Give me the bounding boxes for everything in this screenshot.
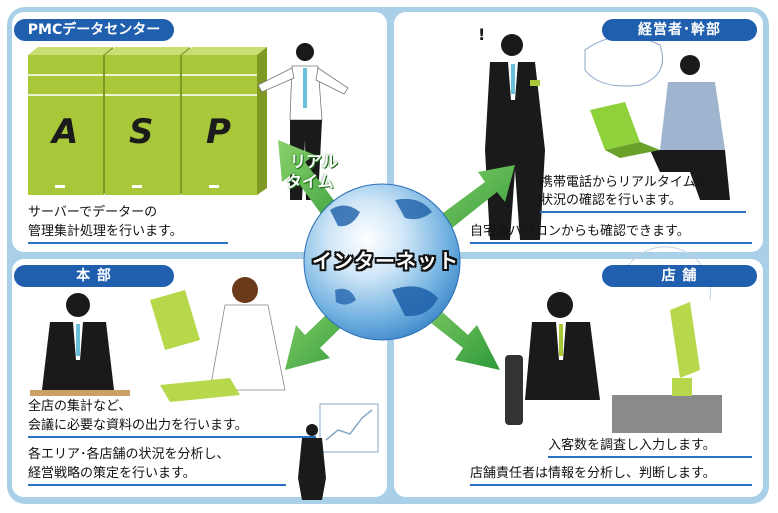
server-label-s: S (129, 112, 154, 152)
hq-presenter-figure (298, 403, 379, 500)
tag-datacenter: PMCデータセンター (14, 19, 174, 41)
executive-standing-figure: ! (478, 25, 545, 240)
caption-executives-3: 自宅のパソコンからも確認できます。 (470, 223, 752, 244)
caption-executives-2: 状況の確認を行います。 (540, 192, 746, 213)
caption-datacenter-1: サーバーでデーターの (28, 205, 158, 220)
caption-store-1: 入客数を調査し入力します。 (548, 437, 752, 458)
caption-headquarters-2: 会議に必要な資料の出力を行います。 (28, 417, 316, 438)
tag-headquarters: 本 部 (14, 265, 174, 287)
store-worker-figure (505, 246, 722, 433)
hq-woman-figure (150, 277, 286, 402)
internet-label: インターネット (312, 249, 459, 273)
caption-executives-1: 携帯電話からリアルタイムに (540, 175, 709, 190)
tag-store: 店 舗 (602, 265, 757, 287)
realtime-label-line2: タイム (286, 172, 334, 191)
caption-headquarters-3: 各エリア･各店舗の状況を分析し、 (28, 447, 230, 462)
caption-headquarters-4: 経営戦略の策定を行います。 (28, 465, 286, 486)
realtime-label-line1: リアル (290, 152, 338, 171)
hq-seated-figure (30, 293, 130, 396)
internet-globe (303, 183, 461, 341)
caption-headquarters-1: 全店の集計など、 (28, 399, 132, 414)
caption-store-2: 店舗責任者は情報を分析し、判断します。 (470, 465, 752, 486)
server-label-p: P (206, 112, 231, 152)
tag-executives: 経営者･幹部 (602, 19, 757, 41)
executive-laptop-figure (584, 35, 730, 200)
svg-text:!: ! (478, 25, 485, 44)
caption-datacenter-2: 管理集計処理を行います。 (28, 223, 228, 244)
server-label-a: A (52, 112, 79, 152)
